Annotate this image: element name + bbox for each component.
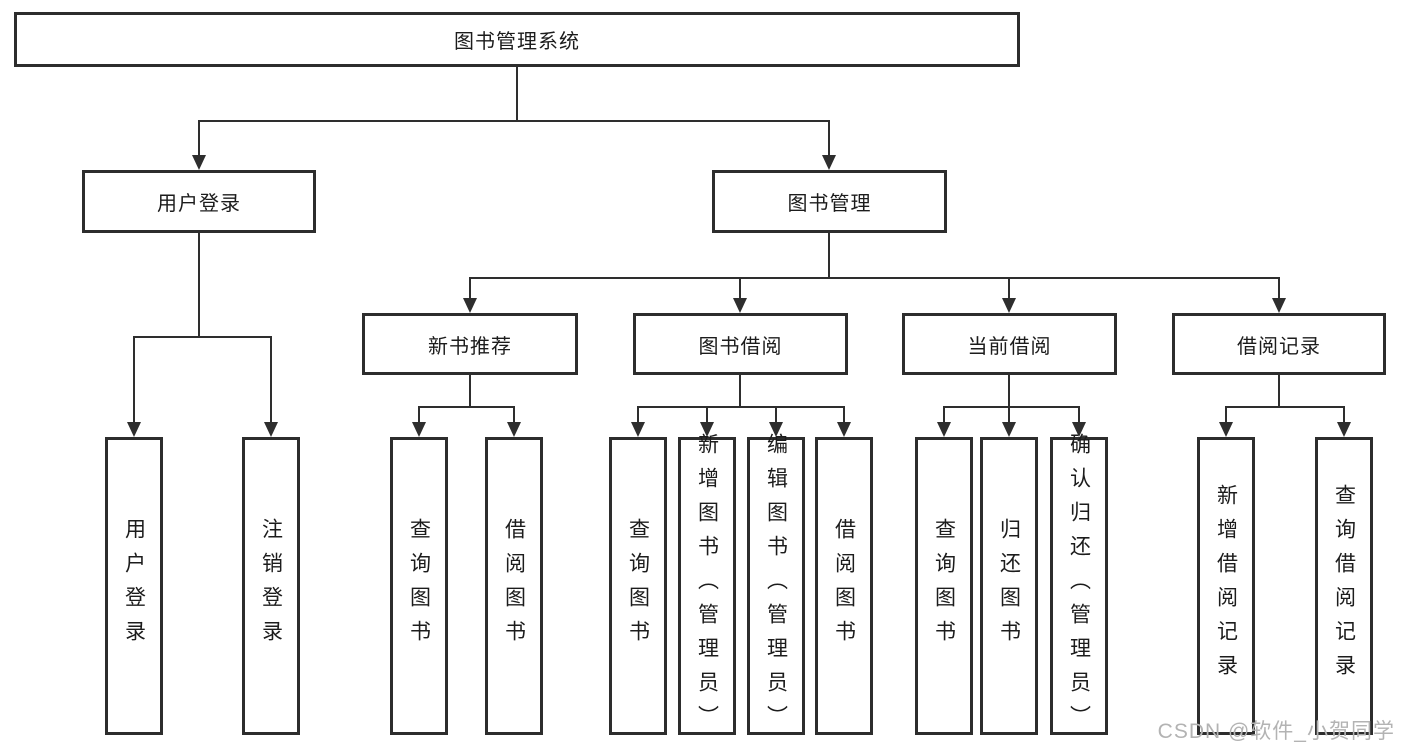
leaf-current-return: 归还图书: [980, 437, 1038, 735]
arrowhead-icon: [769, 422, 783, 437]
connector-line: [134, 336, 271, 338]
connector-line: [739, 277, 741, 299]
arrowhead-icon: [733, 298, 747, 313]
leaf-current-query: 查询图书: [915, 437, 973, 735]
node-root: 图书管理系统: [14, 12, 1020, 67]
node-new-books-label: 新书推荐: [428, 335, 512, 358]
arrowhead-icon: [192, 155, 206, 170]
node-borrowing: 图书借阅: [633, 313, 848, 375]
connector-line: [706, 406, 708, 423]
connector-line: [1226, 406, 1344, 408]
connector-line: [469, 375, 471, 406]
leaf-borrowing-edit-label: 编辑图书（管理员）: [764, 433, 788, 739]
connector-line: [775, 406, 777, 423]
arrowhead-icon: [631, 422, 645, 437]
node-new-books: 新书推荐: [362, 313, 578, 375]
node-root-label: 图书管理系统: [454, 31, 580, 53]
arrowhead-icon: [822, 155, 836, 170]
connector-line: [1008, 277, 1010, 299]
arrowhead-icon: [1337, 422, 1351, 437]
connector-line: [419, 406, 514, 408]
leaf-records-query-label: 查询借阅记录: [1332, 484, 1356, 688]
connector-line: [270, 336, 272, 423]
leaf-user-login: 用户登录: [105, 437, 163, 735]
connector-line: [516, 67, 518, 120]
connector-line: [828, 233, 830, 277]
node-user-login-label: 用户登录: [157, 193, 241, 215]
leaf-borrowing-borrow: 借阅图书: [815, 437, 873, 735]
connector-line: [418, 406, 420, 423]
arrowhead-icon: [700, 422, 714, 437]
connector-line: [638, 406, 844, 408]
arrowhead-icon: [264, 422, 278, 437]
connector-line: [1278, 375, 1280, 406]
node-borrow-records: 借阅记录: [1172, 313, 1386, 375]
arrowhead-icon: [1002, 298, 1016, 313]
connector-line: [637, 406, 639, 423]
leaf-records-add-label: 新增借阅记录: [1214, 484, 1238, 688]
arrowhead-icon: [1219, 422, 1233, 437]
arrowhead-icon: [1072, 422, 1086, 437]
connector-line: [199, 120, 830, 122]
node-user-login: 用户登录: [82, 170, 316, 233]
leaf-logout: 注销登录: [242, 437, 300, 735]
leaf-newbooks-borrow-label: 借阅图书: [502, 518, 526, 654]
node-borrowing-label: 图书借阅: [698, 335, 783, 358]
connector-line: [1225, 406, 1227, 423]
leaf-borrowing-edit: 编辑图书（管理员）: [747, 433, 805, 739]
leaf-logout-label: 注销登录: [259, 518, 283, 654]
connector-line: [1008, 375, 1010, 406]
node-book-mgmt: 图书管理: [712, 170, 947, 233]
leaf-newbooks-query: 查询图书: [390, 437, 448, 735]
leaf-borrowing-borrow-label: 借阅图书: [832, 518, 856, 654]
arrowhead-icon: [127, 422, 141, 437]
node-current-borrow: 当前借阅: [902, 313, 1117, 375]
connector-line: [470, 277, 1279, 279]
arrowhead-icon: [507, 422, 521, 437]
connector-line: [1343, 406, 1345, 423]
connector-line: [1078, 406, 1080, 423]
connector-line: [198, 233, 200, 336]
leaf-current-return-label: 归还图书: [997, 518, 1021, 654]
arrowhead-icon: [463, 298, 477, 313]
connector-line: [943, 406, 945, 423]
connector-line: [469, 277, 471, 299]
connector-line: [828, 120, 830, 156]
connector-line: [1008, 406, 1010, 423]
arrowhead-icon: [937, 422, 951, 437]
leaf-current-confirm: 确认归还（管理员）: [1050, 433, 1108, 739]
leaf-user-login-label: 用户登录: [122, 518, 146, 654]
connector-line: [513, 406, 515, 423]
leaf-records-add: 新增借阅记录: [1197, 437, 1255, 735]
connector-line: [843, 406, 845, 423]
connector-line: [133, 336, 135, 423]
leaf-newbooks-query-label: 查询图书: [407, 518, 431, 654]
node-book-mgmt-label: 图书管理: [787, 193, 872, 215]
leaf-borrowing-query-label: 查询图书: [626, 518, 650, 654]
arrowhead-icon: [1002, 422, 1016, 437]
connector-line: [944, 406, 1079, 408]
leaf-current-query-label: 查询图书: [932, 518, 956, 654]
leaf-borrowing-query: 查询图书: [609, 437, 667, 735]
leaf-borrowing-add: 新增图书（管理员）: [678, 433, 736, 739]
leaf-current-confirm-label: 确认归还（管理员）: [1067, 433, 1091, 739]
arrowhead-icon: [412, 422, 426, 437]
leaf-newbooks-borrow: 借阅图书: [485, 437, 543, 735]
connector-line: [1278, 277, 1280, 299]
connector-line: [198, 120, 200, 156]
node-borrow-records-label: 借阅记录: [1237, 335, 1321, 358]
arrowhead-icon: [1272, 298, 1286, 313]
leaf-borrowing-add-label: 新增图书（管理员）: [695, 433, 719, 739]
leaf-records-query: 查询借阅记录: [1315, 437, 1373, 735]
arrowhead-icon: [837, 422, 851, 437]
node-current-borrow-label: 当前借阅: [967, 335, 1052, 358]
connector-line: [739, 375, 741, 406]
